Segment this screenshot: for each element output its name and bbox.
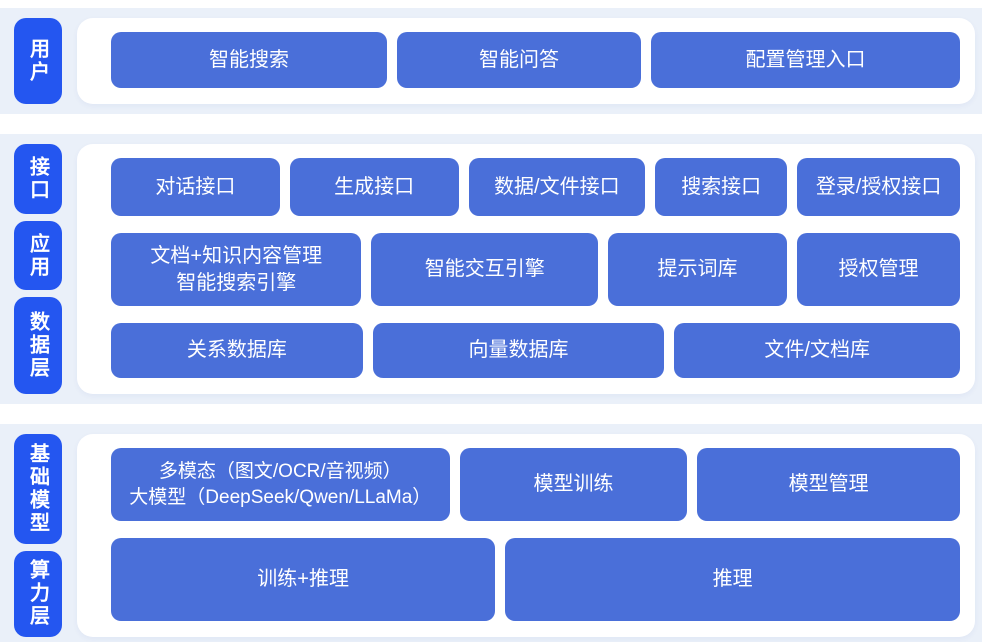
block-inference: 推理 xyxy=(505,538,960,621)
block-login-auth-api: 登录/授权接口 xyxy=(797,158,960,216)
block-multimodal-llm: 多模态（图文/OCR/音视频） 大模型（DeepSeek/Qwen/LLaMa） xyxy=(111,448,450,521)
user-layer-label-column: 用户 xyxy=(14,18,62,104)
bottom-label-column: 基础模型 算力层 xyxy=(14,434,62,637)
interface-row: 对话接口 生成接口 数据/文件接口 搜索接口 登录/授权接口 xyxy=(111,158,960,216)
section-user-layer: 用户 智能搜索 智能问答 配置管理入口 xyxy=(0,8,982,114)
middle-panel: 对话接口 生成接口 数据/文件接口 搜索接口 登录/授权接口 文档+知识内容管理… xyxy=(77,144,975,394)
block-model-management: 模型管理 xyxy=(697,448,960,521)
block-generation-api: 生成接口 xyxy=(289,158,459,216)
layer-label-application: 应用 xyxy=(14,220,62,291)
block-model-training: 模型训练 xyxy=(459,448,688,521)
compute-row: 训练+推理 推理 xyxy=(111,538,960,621)
user-layer-row: 智能搜索 智能问答 配置管理入口 xyxy=(111,32,960,88)
application-row: 文档+知识内容管理 智能搜索引擎 智能交互引擎 提示词库 授权管理 xyxy=(111,233,960,306)
block-vector-db: 向量数据库 xyxy=(372,323,665,378)
data-row: 关系数据库 向量数据库 文件/文档库 xyxy=(111,323,960,378)
user-layer-panel: 智能搜索 智能问答 配置管理入口 xyxy=(77,18,975,104)
block-file-doc-library: 文件/文档库 xyxy=(674,323,960,378)
bottom-panel: 多模态（图文/OCR/音视频） 大模型（DeepSeek/Qwen/LLaMa）… xyxy=(77,434,975,637)
layer-label-data: 数据层 xyxy=(14,297,62,395)
block-relational-db: 关系数据库 xyxy=(111,323,363,378)
block-auth-management: 授权管理 xyxy=(796,233,960,306)
block-prompt-library: 提示词库 xyxy=(608,233,787,306)
block-search-api: 搜索接口 xyxy=(655,158,788,216)
block-training-inference: 训练+推理 xyxy=(111,538,496,621)
block-doc-knowledge-search-engine: 文档+知识内容管理 智能搜索引擎 xyxy=(111,233,362,306)
block-config-management-entry: 配置管理入口 xyxy=(651,32,960,88)
layer-label-compute: 算力层 xyxy=(14,550,62,637)
middle-label-column: 接口 应用 数据层 xyxy=(14,144,62,395)
layer-label-foundation-model: 基础模型 xyxy=(14,434,62,544)
block-smart-qa: 智能问答 xyxy=(397,32,642,88)
section-interface-app-data: 接口 应用 数据层 对话接口 生成接口 数据/文件接口 搜索接口 登录/授权接口… xyxy=(0,134,982,404)
layer-label-user: 用户 xyxy=(14,18,62,104)
layer-label-interface: 接口 xyxy=(14,144,62,214)
block-interactive-engine: 智能交互引擎 xyxy=(371,233,599,306)
block-smart-search: 智能搜索 xyxy=(111,32,387,88)
model-row: 多模态（图文/OCR/音视频） 大模型（DeepSeek/Qwen/LLaMa）… xyxy=(111,448,960,521)
block-data-file-api: 数据/文件接口 xyxy=(468,158,646,216)
block-chat-api: 对话接口 xyxy=(111,158,280,216)
section-model-compute: 基础模型 算力层 多模态（图文/OCR/音视频） 大模型（DeepSeek/Qw… xyxy=(0,424,982,642)
